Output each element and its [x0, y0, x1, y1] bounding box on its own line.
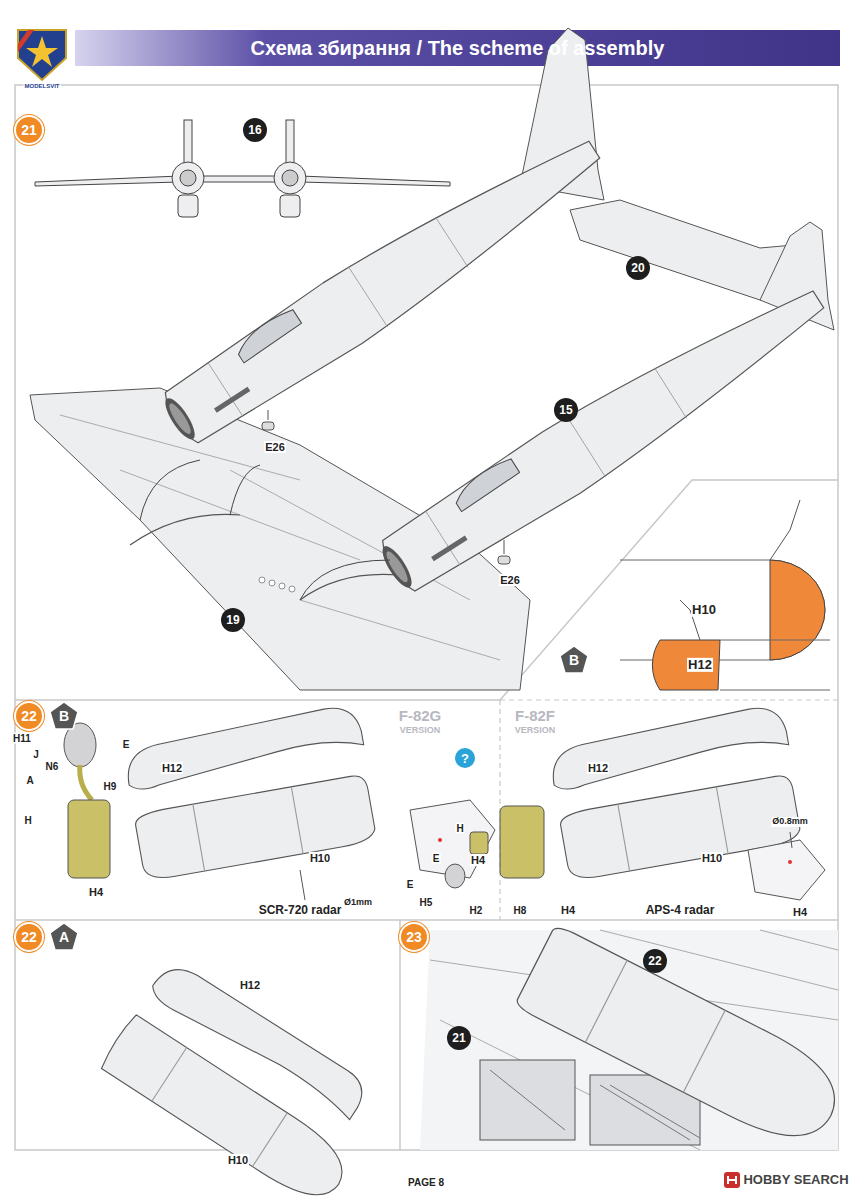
part-label: N6 [45, 761, 60, 772]
part-label: Ø0.8mm [771, 817, 809, 827]
step-number: ? [455, 748, 475, 768]
step-label: 23 [406, 930, 422, 944]
part-label: H10 [227, 1154, 249, 1166]
step-number: 22 [16, 703, 42, 729]
part-label: E26 [499, 574, 521, 586]
part-label: F-82F [514, 708, 556, 725]
part-label: H4 [792, 906, 808, 918]
step-number: 16 [243, 118, 267, 142]
part-label: VERSION [514, 726, 557, 736]
part-label: H4 [560, 904, 576, 916]
version-badge: B [49, 701, 79, 731]
step-label: 22 [648, 955, 661, 967]
step-number: 23 [401, 924, 427, 950]
part-label: H9 [103, 781, 118, 792]
part-label: VERSION [399, 726, 442, 736]
part-label: SCR-720 radar [258, 904, 343, 917]
part-label: H11 [12, 733, 32, 744]
part-label: H8 [513, 905, 528, 916]
part-label: H5 [419, 897, 434, 908]
part-label: H10 [309, 852, 331, 864]
step-label: 20 [631, 262, 644, 274]
version-badge: A [49, 922, 79, 952]
step-number: 22 [16, 924, 42, 950]
step-number: 21 [447, 1026, 471, 1050]
part-label: PAGE 8 [407, 1177, 445, 1188]
part-label: E [432, 853, 441, 864]
part-label: H12 [687, 658, 713, 672]
step-label: 21 [452, 1032, 465, 1044]
step-label: B [59, 709, 69, 723]
part-label: H12 [587, 762, 609, 774]
step-label: 22 [21, 709, 37, 723]
step-number: 20 [626, 256, 650, 280]
step-label: 16 [248, 124, 261, 136]
part-label: H12 [161, 762, 183, 774]
logo-text: MODELSVIT [23, 83, 60, 90]
step-label: 22 [21, 930, 37, 944]
page-title: Схема збирання / The scheme of assembly [75, 30, 840, 66]
part-label: E [406, 879, 415, 890]
version-badge: B [559, 645, 589, 675]
step-label: ? [461, 752, 469, 765]
step-number: 21 [16, 117, 42, 143]
step-number: 22 [643, 949, 667, 973]
part-label: J [32, 749, 40, 760]
step-number: 15 [554, 398, 578, 422]
part-label: Ø1mm [343, 898, 373, 908]
part-label: H10 [691, 603, 717, 617]
part-label: H4 [88, 886, 104, 898]
part-label: H4 [470, 854, 486, 866]
part-label: APS-4 radar [645, 904, 716, 917]
part-label: H [23, 815, 32, 826]
step-label: 15 [559, 404, 572, 416]
step-number: 19 [221, 608, 245, 632]
part-label: H12 [239, 979, 261, 991]
watermark: HOBBY SEARCH [742, 1173, 849, 1187]
part-label: H10 [701, 852, 723, 864]
step-label: B [569, 653, 579, 667]
part-label: E26 [264, 441, 286, 453]
step-label: A [59, 930, 69, 944]
part-label: H [455, 823, 464, 834]
part-label: E [122, 739, 131, 750]
part-label: A [25, 775, 34, 786]
step-label: 19 [226, 614, 239, 626]
step-label: 21 [21, 123, 37, 137]
part-label: F-82G [398, 708, 443, 725]
part-label: H2 [469, 905, 484, 916]
